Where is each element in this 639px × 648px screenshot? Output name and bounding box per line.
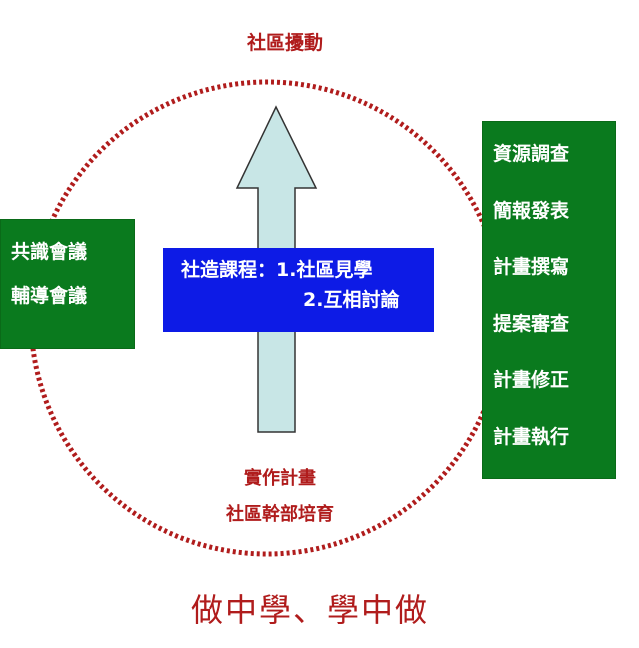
right-box-item: 簡報發表 [493,199,570,222]
left-box-item: 共識會議 [11,241,88,263]
top-label: 社區擾動 [246,32,323,54]
right-box-item: 計畫修正 [493,369,570,391]
bottom-label-1: 實作計畫 [244,468,316,489]
bottom-label-2: 社區幹部培育 [226,504,334,525]
left-green-box: 共識會議 輔導會議 [0,219,135,349]
right-box-item: 資源調查 [493,143,570,165]
right-box-item: 計畫執行 [493,425,570,448]
left-box-item: 輔導會議 [11,285,88,307]
center-box-line-2: 2.互相討論 [303,289,400,311]
motto-text: 做中學、學中做 [190,591,429,629]
center-box-line-1: 社造課程：1.社區見學 [181,259,373,281]
center-blue-box: 社造課程：1.社區見學 2.互相討論 [163,248,434,332]
right-box-item: 提案審查 [493,312,570,335]
right-box-item: 計畫撰寫 [493,256,570,278]
right-green-box: 資源調查 簡報發表 計畫撰寫 提案審查 計畫修正 計畫執行 [482,121,616,479]
